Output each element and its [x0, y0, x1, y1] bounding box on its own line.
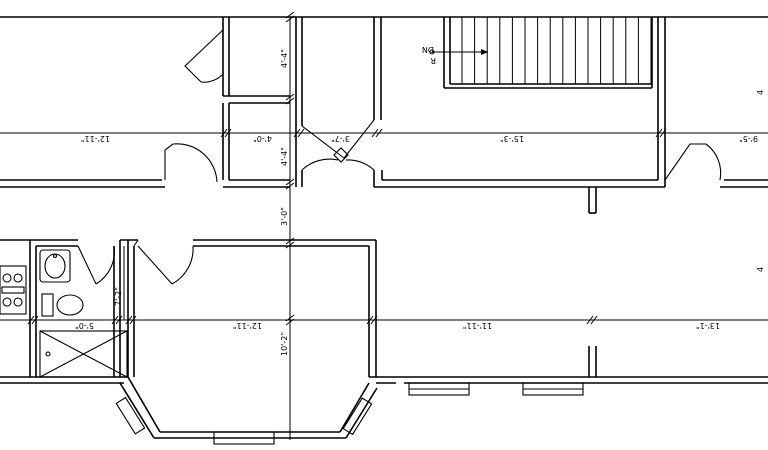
dimension-tick — [285, 11, 295, 19]
stair-direction-label: DN — [422, 45, 434, 54]
dim-bath-width: 5'-0" — [75, 321, 94, 330]
dimension-tick — [285, 97, 295, 105]
dim-top-15-3: 15'-3" — [500, 134, 524, 143]
dimension-labels: 12'-11" 4'-0" 3'-7" 15'-3" 9'-5" 5'-0" 1… — [75, 49, 765, 356]
dimension-tick — [285, 237, 295, 245]
stair-hall-walls — [373, 17, 666, 214]
kitchen-range — [0, 265, 27, 315]
dimension-tick — [285, 178, 295, 186]
lower-walls — [0, 239, 768, 384]
dimension-tick — [285, 15, 295, 23]
dimension-tick — [31, 315, 39, 325]
dim-room-depth: 10'-2" — [280, 332, 289, 356]
closet-walls — [222, 17, 303, 188]
dimension-tick — [125, 315, 133, 325]
dim-top-4-0: 4'-0" — [253, 134, 272, 143]
bay-window-walls — [115, 376, 584, 445]
dimension-tick — [655, 128, 663, 138]
dimension-tick — [285, 241, 295, 249]
dimension-tick — [370, 315, 378, 325]
dim-vert-middle: 4'-4" — [280, 147, 289, 166]
dimension-tick — [375, 128, 383, 138]
dimension-tick — [285, 93, 295, 101]
stair: DN R — [422, 17, 653, 89]
dimension-tick — [111, 315, 119, 325]
dimension-tick — [129, 315, 137, 325]
dim-bottom-12-11: 12'-11" — [233, 321, 262, 330]
stair-riser-label: R — [430, 56, 436, 65]
dim-bottom-11-11: 11'-11" — [463, 321, 492, 330]
dimension-tick — [366, 315, 374, 325]
dim-vert-gap: 3'-0" — [280, 207, 289, 226]
dimension-tick — [590, 315, 598, 325]
dim-top-3-7: 3'-7" — [331, 134, 350, 143]
dimension-tick — [371, 128, 379, 138]
dimension-tick — [285, 182, 295, 190]
svg-text:4: 4 — [756, 90, 765, 95]
dim-bottom-right: 13'-1" — [696, 321, 720, 330]
dimension-tick — [586, 315, 594, 325]
dimension-tick — [220, 128, 228, 138]
dim-top-left: 12'-11" — [81, 134, 110, 143]
bathroom-fixtures — [39, 249, 128, 378]
dimension-tick — [659, 128, 667, 138]
upper-corridor-walls — [0, 16, 768, 188]
dimension-tick — [27, 315, 35, 325]
dimension-tick — [285, 318, 295, 326]
dimension-tick — [293, 128, 301, 138]
svg-text:4: 4 — [756, 267, 765, 272]
upper-doors — [164, 29, 722, 183]
dim-bath-depth: 7'-2" — [114, 287, 123, 306]
dimension-tick — [224, 128, 232, 138]
dimension-tick — [297, 128, 305, 138]
dimension-lines — [0, 11, 768, 440]
dimension-tick — [285, 314, 295, 322]
dimension-tick — [115, 315, 123, 325]
lower-doors — [77, 239, 194, 285]
dim-vert-upper: 4'-4" — [280, 49, 289, 68]
dim-top-right: 9'-5" — [739, 134, 758, 143]
